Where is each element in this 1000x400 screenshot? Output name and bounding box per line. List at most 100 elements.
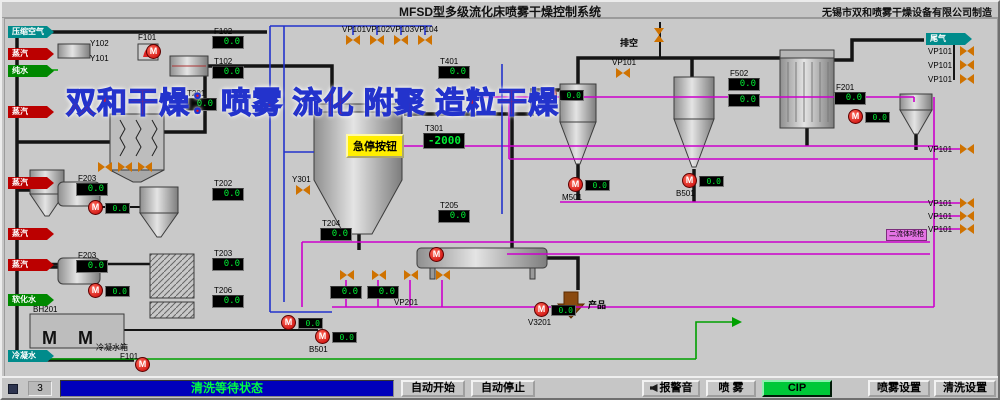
display-tag: F102 xyxy=(214,27,233,36)
equipment-label: F101 xyxy=(120,352,139,361)
valve-VP101[interactable] xyxy=(960,60,974,70)
valve-tag: Y301 xyxy=(292,175,311,184)
auto-stop-button[interactable]: 自动停止 xyxy=(471,380,535,397)
valve-VP101[interactable] xyxy=(960,46,974,56)
spray-button[interactable]: 喷 雾 xyxy=(706,380,756,397)
clean-settings-button[interactable]: 清洗设置 xyxy=(934,380,996,397)
inlet-arrow: 蒸汽 xyxy=(8,228,54,240)
pump-motor[interactable]: M xyxy=(135,357,150,372)
inlet-arrow: 压缩空气 xyxy=(8,26,54,38)
pump-M501[interactable]: M xyxy=(568,177,583,192)
equipment-label: 冷凝水箱 xyxy=(96,343,128,352)
valve-Y301[interactable] xyxy=(296,185,310,195)
display-tag: T206 xyxy=(214,286,233,295)
mute-alarm-button[interactable]: 报警音 xyxy=(642,380,700,397)
valve-VP101[interactable] xyxy=(346,35,360,45)
valve-tag: VP101 xyxy=(928,212,953,221)
pump-value-display: 0.0 xyxy=(865,112,890,123)
value-display: 0.0 xyxy=(212,258,244,271)
value-display: 0.0 xyxy=(212,188,244,201)
valve-VP101[interactable] xyxy=(960,144,974,154)
cip-button[interactable]: CIP xyxy=(762,380,832,397)
valve-manual[interactable] xyxy=(118,162,132,172)
valve-VP102[interactable] xyxy=(370,35,384,45)
valve-manual[interactable] xyxy=(340,270,354,280)
inlet-arrow: 蒸汽 xyxy=(8,48,54,60)
display-tag: T102 xyxy=(214,57,233,66)
pump-B501[interactable]: M xyxy=(315,329,330,344)
pump-motor[interactable]: M xyxy=(542,87,557,102)
emergency-stop-button[interactable]: 急停按钮 xyxy=(346,134,404,158)
valve-manual[interactable] xyxy=(98,162,112,172)
display-tag: T204 xyxy=(322,219,341,228)
pump-V3201[interactable]: M xyxy=(534,302,549,317)
status-message: 清洗等待状态 xyxy=(60,380,394,397)
equipment-label: F101 xyxy=(138,33,157,42)
valve-VP101[interactable] xyxy=(960,224,974,234)
display-tag: F201 xyxy=(836,83,855,92)
inlet-arrow: 软化水 xyxy=(8,294,54,306)
pump-tag: M501 xyxy=(562,193,583,202)
value-display: 0.0 xyxy=(185,98,217,111)
valve-tag: VP101 xyxy=(928,199,953,208)
page-title: MFSD型多级流化床喷雾干燥控制系统 xyxy=(399,5,601,19)
display-tag: F203 xyxy=(78,251,97,260)
value-display: 0.0 xyxy=(834,92,866,105)
auto-start-button[interactable]: 自动开始 xyxy=(401,380,465,397)
valve-VP101[interactable] xyxy=(616,68,630,78)
valve-VP101[interactable] xyxy=(960,211,974,221)
pump-tag: B501 xyxy=(309,345,328,354)
product-label: 产品 xyxy=(588,300,607,310)
pump-motor[interactable]: M xyxy=(429,247,444,262)
display-tag: F203 xyxy=(78,174,97,183)
pump-value-display: 0.0 xyxy=(699,176,724,187)
pump-motor[interactable]: M xyxy=(88,200,103,215)
outlet-arrow: 尾气 xyxy=(926,33,972,45)
equipment-label: BH201 xyxy=(33,305,58,314)
pump-value-display: 0.0 xyxy=(105,203,130,214)
valve-manual[interactable] xyxy=(372,270,386,280)
pump-value-display: 0.0 xyxy=(105,286,130,297)
valve-tag: VP101 xyxy=(928,75,953,84)
pump-tag: V3201 xyxy=(528,318,552,327)
pump-motor[interactable]: M xyxy=(88,283,103,298)
equipment-label: VP201 xyxy=(394,298,419,307)
valve-manual[interactable] xyxy=(404,270,418,280)
valve-manual[interactable] xyxy=(654,28,664,42)
display-tag: T203 xyxy=(214,249,233,258)
valve-VP104[interactable] xyxy=(418,35,432,45)
valve-manual[interactable] xyxy=(138,162,152,172)
pump-motor[interactable]: M xyxy=(281,315,296,330)
value-display: 0.0 xyxy=(367,286,399,299)
speaker-icon xyxy=(649,384,658,392)
valve-manual[interactable] xyxy=(436,270,450,280)
display-tag: T205 xyxy=(440,201,459,210)
pump-motor[interactable]: M xyxy=(848,109,863,124)
valve-VP101[interactable] xyxy=(960,74,974,84)
value-display: 0.0 xyxy=(438,66,470,79)
valve-tag: VP101 xyxy=(612,58,637,67)
pump-value-display: 0.0 xyxy=(298,318,323,329)
spray-settings-button[interactable]: 喷雾设置 xyxy=(868,380,930,397)
valve-VP103[interactable] xyxy=(394,35,408,45)
pump-B501[interactable]: M xyxy=(682,173,697,188)
display-tag: T202 xyxy=(214,179,233,188)
display-tag: T301 xyxy=(425,124,444,133)
valve-VP101[interactable] xyxy=(960,198,974,208)
equipment-label: Y101 xyxy=(90,54,109,63)
spray-gun-label: 二流体喷枪 xyxy=(886,229,927,241)
valve-tag: VP101 xyxy=(928,225,953,234)
pump-value-display: 0.0 xyxy=(559,90,584,101)
pump-value-display: 0.0 xyxy=(585,180,610,191)
manufacturer-label: 无锡市双和喷雾干燥设备有限公司制造 xyxy=(822,8,992,19)
svg-text:M: M xyxy=(42,328,57,348)
pump-motor[interactable]: M xyxy=(146,44,161,59)
valve-tag: VP101 xyxy=(928,61,953,70)
system-icon xyxy=(8,384,18,394)
value-display: 0.0 xyxy=(330,286,362,299)
value-display: 0.0 xyxy=(320,228,352,241)
vent-label: 排空 xyxy=(620,38,639,48)
